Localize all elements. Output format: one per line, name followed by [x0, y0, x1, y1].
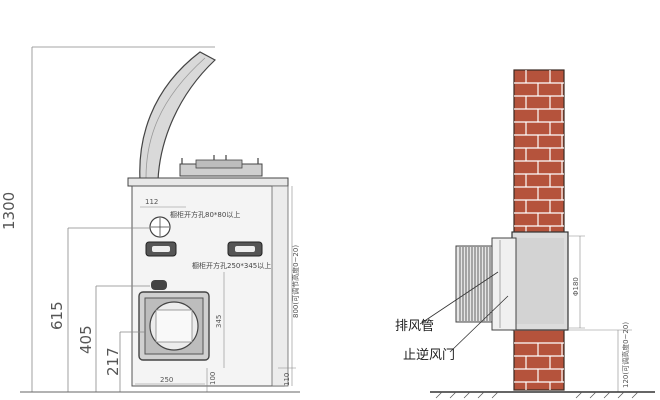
- dim-345: 345: [215, 315, 223, 328]
- leader-valve: [449, 295, 509, 353]
- column-highlight: [145, 57, 206, 179]
- note-hole-bottom: 橱柜开方孔250*345以上: [192, 261, 271, 270]
- dim-112: 112: [145, 198, 158, 206]
- exhaust-diagram: 排风管 止逆风门 Φ180 120(可调高度0~20): [395, 69, 655, 399]
- brick-wall: [513, 69, 565, 391]
- dim-217: 217: [104, 347, 122, 376]
- dim-110: 110: [283, 373, 291, 386]
- note-hole-top: 橱柜开方孔80*80以上: [170, 210, 240, 219]
- cabinet-side: [271, 185, 289, 387]
- gas-fitting: [151, 280, 167, 290]
- dim-615: 615: [48, 301, 66, 330]
- dim-100: 100: [209, 372, 217, 385]
- counter-top: [127, 177, 289, 187]
- floor-hatch: [435, 391, 639, 399]
- leader-exhaust: [419, 271, 499, 325]
- dim-405: 405: [77, 325, 95, 354]
- dim-120-adjustable: 120(可调高度0~20): [621, 322, 630, 388]
- label-exhaust-pipe: 排风管: [395, 319, 434, 334]
- range-hood-column: [139, 51, 217, 181]
- exhaust-pipe: [455, 237, 517, 331]
- dim-diameter: Φ180: [572, 277, 580, 296]
- check-valve: [491, 237, 517, 331]
- dim-1300: 1300: [0, 192, 18, 230]
- appliance-diagram: 1300 615 405 217 112 橱柜开方孔80*80以上 橱柜开方孔2…: [0, 46, 300, 393]
- stove-top: [179, 155, 263, 177]
- label-check-valve: 止逆风门: [403, 347, 455, 363]
- dim-800-adjustable: 800(可调节高度0~20): [291, 245, 300, 318]
- dim-250: 250: [160, 376, 173, 384]
